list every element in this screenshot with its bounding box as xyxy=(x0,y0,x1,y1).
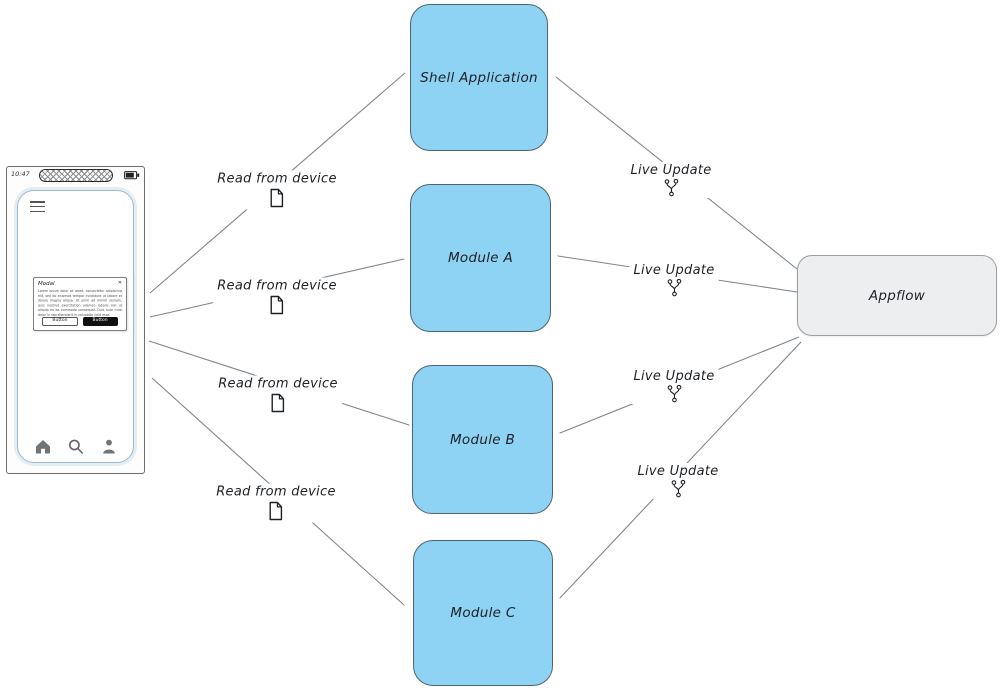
git-branch-icon xyxy=(667,385,681,403)
modal-dialog: Modal ✕ Lorem ipsum dolor sit amet, cons… xyxy=(33,277,127,331)
node-module-c: Module C xyxy=(413,540,553,686)
modal-body: Lorem ipsum dolor sit amet, consectetur … xyxy=(38,289,122,317)
edge-label-text: Read from device xyxy=(217,278,337,294)
file-icon xyxy=(270,188,284,208)
edge-label-text: Live Update xyxy=(633,369,715,384)
home-icon[interactable] xyxy=(34,438,52,455)
node-label: Module B xyxy=(449,431,516,448)
modal-secondary-button[interactable]: Button xyxy=(42,316,78,326)
close-icon[interactable]: ✕ xyxy=(117,280,122,286)
battery-icon xyxy=(124,171,140,180)
status-time: 10:47 xyxy=(11,170,30,178)
edge-label-read-module-b: Read from device xyxy=(214,375,342,415)
node-module-b: Module B xyxy=(412,365,553,514)
edge-label-text: Read from device xyxy=(216,484,336,500)
node-label: Shell Application xyxy=(420,69,538,86)
modal-body-text: Lorem ipsum dolor sit amet, consectetur … xyxy=(38,288,122,317)
speaker-notch xyxy=(38,169,113,182)
file-icon xyxy=(269,501,283,521)
git-branch-icon xyxy=(671,480,685,498)
person-icon[interactable] xyxy=(100,438,118,455)
file-icon xyxy=(271,393,285,413)
edge-label-text: Live Update xyxy=(633,263,715,278)
edge-label-live-module-b: Live Update xyxy=(629,368,719,404)
node-shell-application: Shell Application xyxy=(410,4,548,151)
node-label: Module A xyxy=(447,250,513,266)
edge-label-read-module-c: Read from device xyxy=(212,483,340,523)
phone-wireframe: 10:47 Modal ✕ Lorem ipsum dolor sit amet… xyxy=(6,166,145,474)
edge-label-text: Read from device xyxy=(217,171,337,187)
edge-label-live-module-a: Live Update xyxy=(629,262,719,298)
edge-label-live-shell: Live Update xyxy=(626,162,716,198)
git-branch-icon xyxy=(664,179,678,197)
modal-primary-button[interactable]: Button xyxy=(82,316,118,326)
node-module-a: Module A xyxy=(410,184,551,332)
git-branch-icon xyxy=(667,279,681,297)
edge-label-text: Live Update xyxy=(637,464,719,479)
edge-label-text: Read from device xyxy=(218,376,338,392)
bottom-nav xyxy=(18,438,133,455)
hamburger-icon[interactable] xyxy=(30,201,45,215)
edge-label-text: Live Update xyxy=(630,163,712,178)
node-label: Appflow xyxy=(868,287,926,304)
edge-label-read-shell: Read from device xyxy=(213,170,341,210)
edge-label-read-module-a: Read from device xyxy=(213,277,341,317)
node-label: Module C xyxy=(450,605,516,621)
edge-label-live-module-c: Live Update xyxy=(633,463,723,499)
phone-screen-bezel: Modal ✕ Lorem ipsum dolor sit amet, cons… xyxy=(14,187,137,466)
modal-title: Modal xyxy=(38,281,55,287)
search-icon[interactable] xyxy=(67,438,85,455)
file-icon xyxy=(270,295,284,315)
node-appflow: Appflow xyxy=(797,255,997,336)
phone-screen: Modal ✕ Lorem ipsum dolor sit amet, cons… xyxy=(17,190,134,463)
